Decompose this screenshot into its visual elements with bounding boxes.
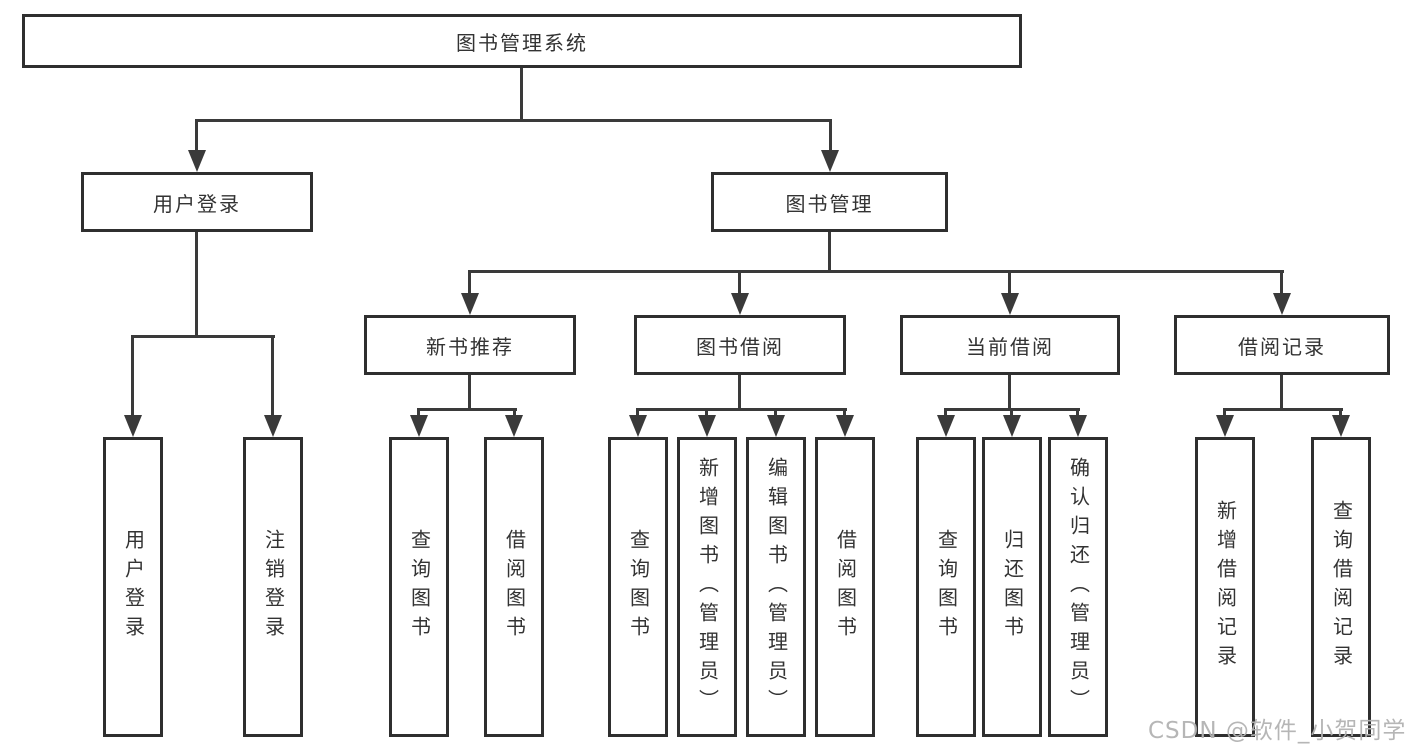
node-leaf-borrow-book-2: 借阅图书 <box>815 437 875 737</box>
connector-line <box>774 408 777 418</box>
node-label: 图书管理系统 <box>456 30 588 55</box>
arrow-down-icon <box>937 415 955 437</box>
arrow-down-icon <box>188 150 206 172</box>
node-book-borrowing: 图书借阅 <box>634 315 846 375</box>
node-root-library-system: 图书管理系统 <box>22 14 1022 68</box>
node-user-login: 用户登录 <box>81 172 313 232</box>
arrow-down-icon <box>1001 293 1019 315</box>
connector-line <box>1339 408 1342 418</box>
node-leaf-user-login: 用户登录 <box>103 437 163 737</box>
node-label: 用户登录 <box>121 529 146 645</box>
connector-line <box>417 408 517 411</box>
node-leaf-query-book-3: 查询图书 <box>916 437 976 737</box>
node-leaf-query-book-1: 查询图书 <box>389 437 449 737</box>
connector-line <box>271 335 274 417</box>
arrow-down-icon <box>461 293 479 315</box>
node-label: 借阅图书 <box>502 529 527 645</box>
connector-line <box>636 408 847 411</box>
arrow-down-icon <box>1332 415 1350 437</box>
arrow-down-icon <box>1069 415 1087 437</box>
connector-line <box>1280 270 1283 295</box>
connector-line <box>1008 375 1011 411</box>
connector-line <box>195 119 198 152</box>
connector-line <box>1010 408 1013 418</box>
arrow-down-icon <box>124 415 142 437</box>
arrow-down-icon <box>767 415 785 437</box>
node-leaf-return-book: 归还图书 <box>982 437 1042 737</box>
node-leaf-add-book-admin: 新增图书（管理员） <box>677 437 737 737</box>
connector-line <box>468 270 1284 273</box>
connector-line <box>131 335 134 417</box>
connector-line <box>1280 375 1283 411</box>
node-leaf-query-borrow-record: 查询借阅记录 <box>1311 437 1371 737</box>
connector-line <box>843 408 846 418</box>
connector-line <box>705 408 708 418</box>
node-label: 新书推荐 <box>426 334 514 359</box>
node-label: 编辑图书（管理员） <box>764 456 789 718</box>
node-label: 确认归还（管理员） <box>1066 456 1091 718</box>
node-label: 新增借阅记录 <box>1213 500 1238 674</box>
node-label: 查询图书 <box>407 529 432 645</box>
connector-line <box>738 375 741 411</box>
node-label: 归还图书 <box>1000 529 1025 645</box>
connector-line <box>1223 408 1343 411</box>
node-label: 用户登录 <box>153 191 241 216</box>
node-new-book-recommend: 新书推荐 <box>364 315 576 375</box>
node-current-borrowing: 当前借阅 <box>900 315 1120 375</box>
arrow-down-icon <box>731 293 749 315</box>
arrow-down-icon <box>264 415 282 437</box>
arrow-down-icon <box>505 415 523 437</box>
connector-line <box>131 335 275 338</box>
connector-line <box>944 408 947 418</box>
connector-line <box>636 408 639 418</box>
arrow-down-icon <box>1273 293 1291 315</box>
connector-line <box>738 270 741 295</box>
connector-line <box>1008 270 1011 295</box>
connector-line <box>195 119 832 122</box>
connector-line <box>1223 408 1226 418</box>
connector-line <box>468 375 471 411</box>
connector-line <box>829 119 832 152</box>
node-leaf-logout: 注销登录 <box>243 437 303 737</box>
node-label: 借阅图书 <box>833 529 858 645</box>
node-leaf-add-borrow-record: 新增借阅记录 <box>1195 437 1255 737</box>
node-label: 查询图书 <box>934 529 959 645</box>
node-label: 注销登录 <box>261 529 286 645</box>
node-leaf-edit-book-admin: 编辑图书（管理员） <box>746 437 806 737</box>
connector-line <box>417 408 420 418</box>
connector-line <box>828 232 831 273</box>
node-label: 借阅记录 <box>1238 334 1326 359</box>
connector-line <box>468 270 471 295</box>
arrow-down-icon <box>821 150 839 172</box>
arrow-down-icon <box>1003 415 1021 437</box>
arrow-down-icon <box>836 415 854 437</box>
node-leaf-confirm-return-admin: 确认归还（管理员） <box>1048 437 1108 737</box>
node-label: 当前借阅 <box>966 334 1054 359</box>
node-label: 图书借阅 <box>696 334 784 359</box>
node-book-management: 图书管理 <box>711 172 948 232</box>
connector-line <box>520 68 523 121</box>
node-leaf-borrow-book-1: 借阅图书 <box>484 437 544 737</box>
connector-line <box>513 408 516 418</box>
connector-line <box>1076 408 1079 418</box>
node-label: 新增图书（管理员） <box>695 456 720 718</box>
node-borrowing-records: 借阅记录 <box>1174 315 1390 375</box>
arrow-down-icon <box>410 415 428 437</box>
arrow-down-icon <box>1216 415 1234 437</box>
connector-line <box>195 232 198 337</box>
node-leaf-query-book-2: 查询图书 <box>608 437 668 737</box>
node-label: 查询图书 <box>626 529 651 645</box>
watermark: CSDN @软件_小贺同学 <box>1148 718 1405 744</box>
node-label: 图书管理 <box>785 191 874 216</box>
arrow-down-icon <box>698 415 716 437</box>
arrow-down-icon <box>629 415 647 437</box>
node-label: 查询借阅记录 <box>1329 500 1354 674</box>
